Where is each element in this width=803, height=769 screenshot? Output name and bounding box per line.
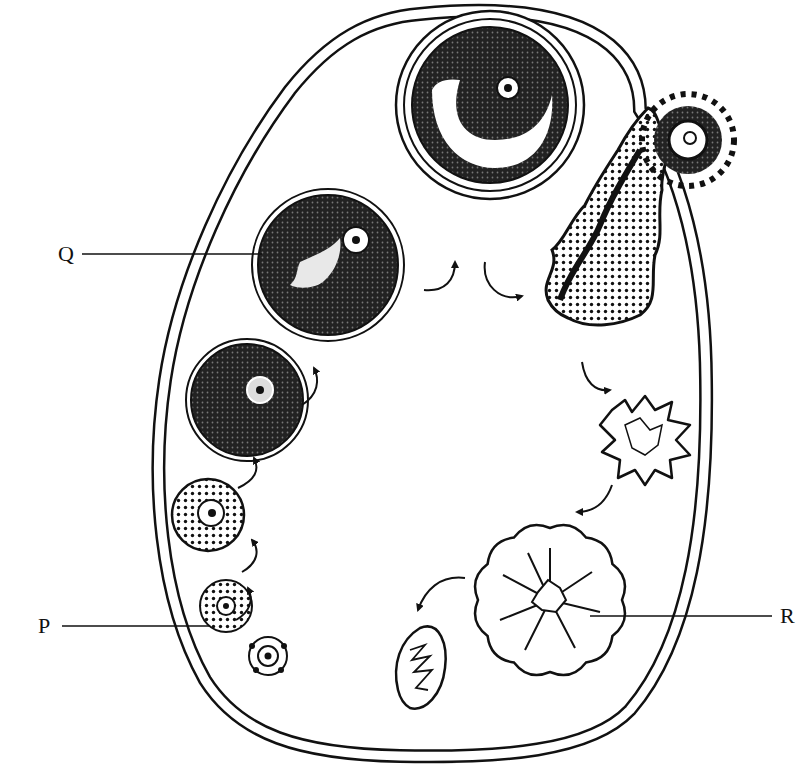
leader-lines bbox=[62, 254, 772, 626]
ruptured-follicle bbox=[546, 108, 670, 325]
primordial-follicle bbox=[249, 637, 287, 675]
stage-arrows bbox=[236, 262, 612, 620]
secondary-follicle bbox=[172, 479, 244, 551]
antral-follicle bbox=[252, 189, 404, 341]
released-oocyte bbox=[642, 94, 734, 186]
ovary-outline bbox=[158, 11, 706, 757]
corpus-luteum bbox=[475, 525, 625, 675]
growing-follicle bbox=[186, 339, 308, 461]
part-label: Q bbox=[56, 242, 76, 266]
corpus-albicans bbox=[396, 626, 446, 708]
part-label: P bbox=[36, 614, 52, 638]
part-label: R bbox=[778, 604, 797, 628]
forming-corpus-luteum bbox=[600, 396, 690, 485]
graafian-follicle bbox=[396, 11, 584, 199]
primary-follicle bbox=[200, 580, 252, 632]
